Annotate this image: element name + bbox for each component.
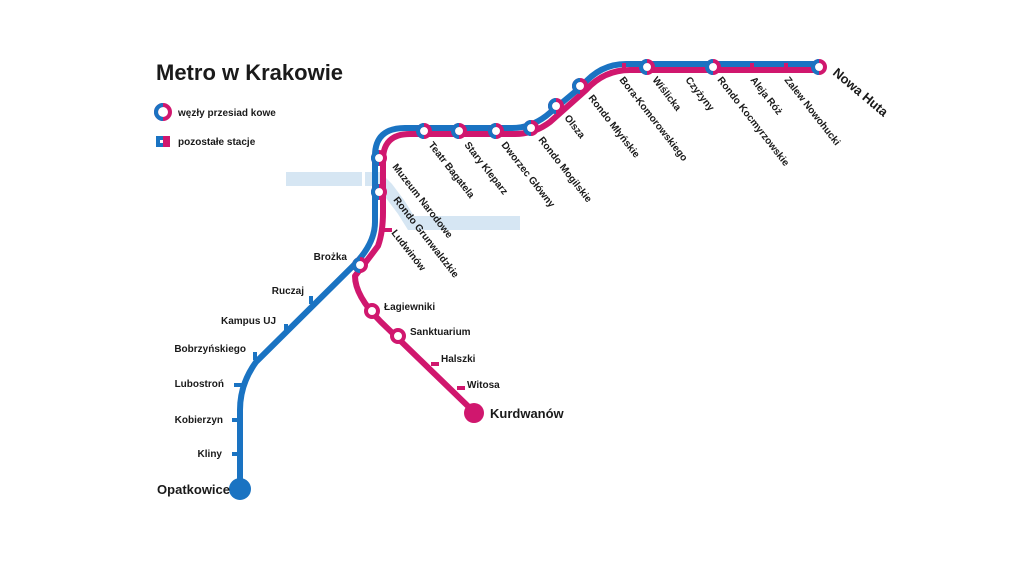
station-tick-bobrzynskiego [253,352,257,360]
label-kobierzyn: Kobierzyn [175,415,223,426]
label-witosa: Witosa [467,380,500,391]
label-olsza: Olsza [562,113,587,141]
label-brozka: Brożka [314,252,348,263]
label-halszki: Halszki [441,354,476,365]
interchange-ring-rondo-kocmyrzowskie [705,59,721,75]
interchange-ring-wislicka [639,59,655,75]
interchange-ring-muzeum-narodowe [371,150,387,166]
legend-interchange-symbol [154,103,172,121]
station-tick-ruczaj [309,296,313,304]
label-ruczaj: Ruczaj [272,286,304,297]
station-ring-sanktuarium [390,328,406,344]
legend: węzły przesiad kowe pozostałe stacje [154,103,276,148]
legend-interchange-label: węzły przesiad kowe [177,108,276,119]
interchange-ring-stary-kleparz [451,123,467,139]
map-title: Metro w Krakowie [156,60,343,85]
station-tick-halszki [431,362,439,366]
station-tick-witosa [457,386,465,390]
interchange-rings [352,59,827,344]
label-zalew-nowohucki: Zalew Nowohucki [782,75,842,148]
interchange-ring-nowa-huta [811,59,827,75]
label-kliny: Kliny [198,449,223,460]
interchange-ring-teatr-bagatela [416,123,432,139]
label-kampus-uj: Kampus UJ [221,316,276,327]
station-ticks [232,63,788,456]
label-czyzyny: Czyżyny [683,75,717,114]
terminus-kurdwanow [464,403,484,423]
station-tick-bora-komorowskiego [622,63,626,71]
interchange-ring-dworzec-glowny [488,123,504,139]
interchange-ring-rondo-mogilskie [523,120,539,136]
station-tick-kampus-uj [284,324,288,332]
label-sanktuarium: Sanktuarium [410,327,471,338]
legend-station-symbol [156,136,170,147]
interchange-ring-rondo-grunwaldzkie [371,184,387,200]
label-lagiewniki: Łagiewniki [384,302,435,313]
label-lubostron: Lubostroń [175,379,224,390]
interchange-ring-olsza [548,98,564,114]
station-tick-aleja-roz [750,63,754,71]
station-tick-kliny [232,452,240,456]
label-nowa-huta: Nowa Huta [830,65,892,120]
label-bobrzynskiego: Bobrzyńskiego [174,344,246,355]
interchange-ring-brozka [352,257,368,273]
label-kurdwanow: Kurdwanów [490,406,565,421]
label-rondo-kocmyrzowskie: Rondo Kocmyrzowskie [715,75,792,169]
station-tick-ludwinow [384,228,392,232]
label-aleja-roz: Aleja Róż [748,75,784,117]
river-shape [286,172,520,230]
label-wislicka: Wiślicka [650,75,684,114]
station-tick-kobierzyn [232,418,240,422]
station-tick-lubostron [234,383,242,387]
label-opatkowice: Opatkowice [157,482,230,497]
station-ring-lagiewniki [364,303,380,319]
legend-station-label: pozostałe stacje [178,137,256,148]
station-tick-zalew-nowohucki [784,63,788,71]
interchange-ring-rondo-mlynskie [572,78,588,94]
terminus-opatkowice [229,478,251,500]
